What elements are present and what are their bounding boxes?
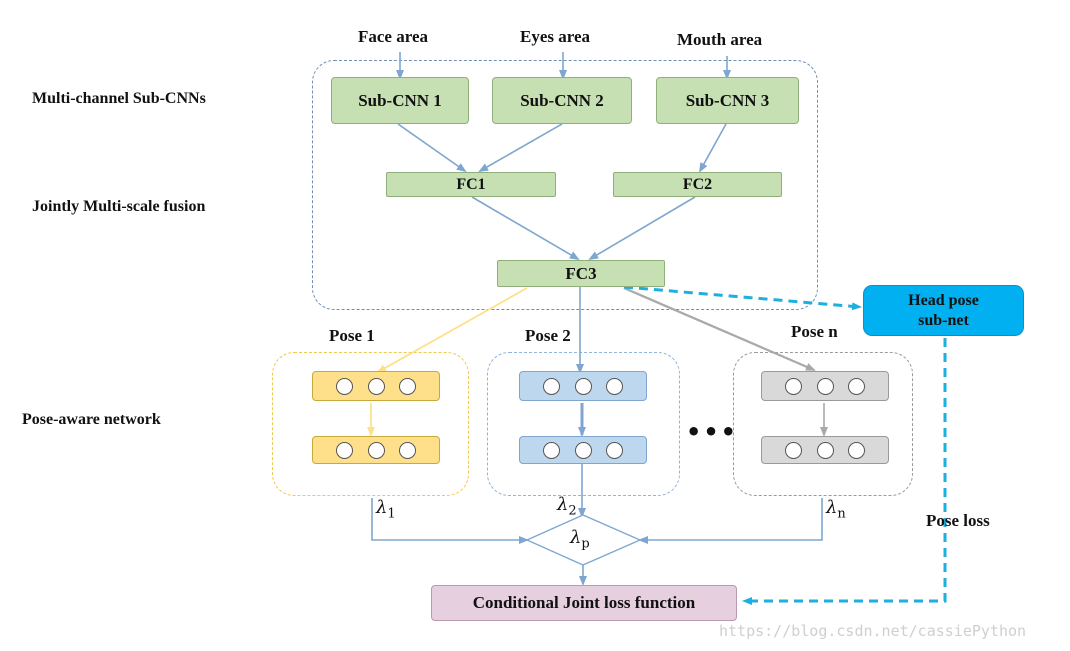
row-label-fusion: Jointly Multi-scale fusion	[32, 198, 206, 215]
pose2-frame	[487, 352, 680, 496]
pose-1-layer-top	[312, 371, 440, 401]
pose-1-layer-bottom	[312, 436, 440, 464]
pose-loss-label: Pose loss	[926, 511, 990, 530]
fc3-box: FC3	[497, 260, 665, 287]
posen-frame	[733, 352, 913, 496]
pose-1-label: Pose 1	[329, 326, 375, 345]
neuron-node	[816, 441, 834, 459]
head-pose-subnet-box: Head pose sub-net	[863, 285, 1024, 336]
neuron-node	[574, 377, 592, 395]
pose-2-layer-bottom	[519, 436, 647, 464]
lambda-p-label: λp	[570, 527, 590, 552]
pose1-frame	[272, 352, 469, 496]
neuron-node	[784, 441, 802, 459]
neuron-node	[606, 377, 624, 395]
head-pose-line1: Head pose	[908, 291, 979, 309]
neuron-node	[848, 441, 866, 459]
subcnn-2-box: Sub-CNN 2	[492, 77, 632, 124]
watermark-text: https://blog.csdn.net/cassiePython	[719, 622, 1027, 640]
eyes-area-label: Eyes area	[520, 27, 591, 46]
face-area-label: Face area	[358, 27, 429, 46]
neuron-node	[399, 441, 417, 459]
neuron-node	[335, 441, 353, 459]
fc1-box: FC1	[386, 172, 556, 197]
pose-2-label: Pose 2	[525, 326, 571, 345]
neuron-node	[335, 377, 353, 395]
neuron-node	[574, 441, 592, 459]
subcnn-3-box: Sub-CNN 3	[656, 77, 799, 124]
neuron-node	[542, 377, 560, 395]
neuron-node	[816, 377, 834, 395]
neuron-node	[848, 377, 866, 395]
neuron-node	[606, 441, 624, 459]
neuron-node	[784, 377, 802, 395]
head-pose-line2: sub-net	[918, 311, 969, 329]
neuron-node	[542, 441, 560, 459]
neuron-node	[367, 377, 385, 395]
mouth-area-label: Mouth area	[677, 30, 763, 49]
pose-2-layer-top	[519, 371, 647, 401]
fc2-box: FC2	[613, 172, 782, 197]
row-label-subcnns: Multi-channel Sub-CNNs	[32, 90, 206, 107]
subcnn-group-frame	[312, 60, 818, 310]
pose-n-layer-bottom	[761, 436, 889, 464]
neuron-node	[367, 441, 385, 459]
lambda-1-label: λ1	[376, 497, 396, 522]
pose-n-layer-top	[761, 371, 889, 401]
lambda-n-label: λn	[826, 497, 846, 522]
subcnn-1-box: Sub-CNN 1	[331, 77, 469, 124]
row-label-pose-aware: Pose-aware network	[22, 411, 161, 428]
conditional-joint-loss-box: Conditional Joint loss function	[431, 585, 737, 621]
neuron-node	[399, 377, 417, 395]
pose-n-label: Pose n	[791, 322, 838, 341]
ellipsis-dots: •••	[686, 418, 739, 446]
lambda-2-label: λ2	[557, 494, 577, 519]
